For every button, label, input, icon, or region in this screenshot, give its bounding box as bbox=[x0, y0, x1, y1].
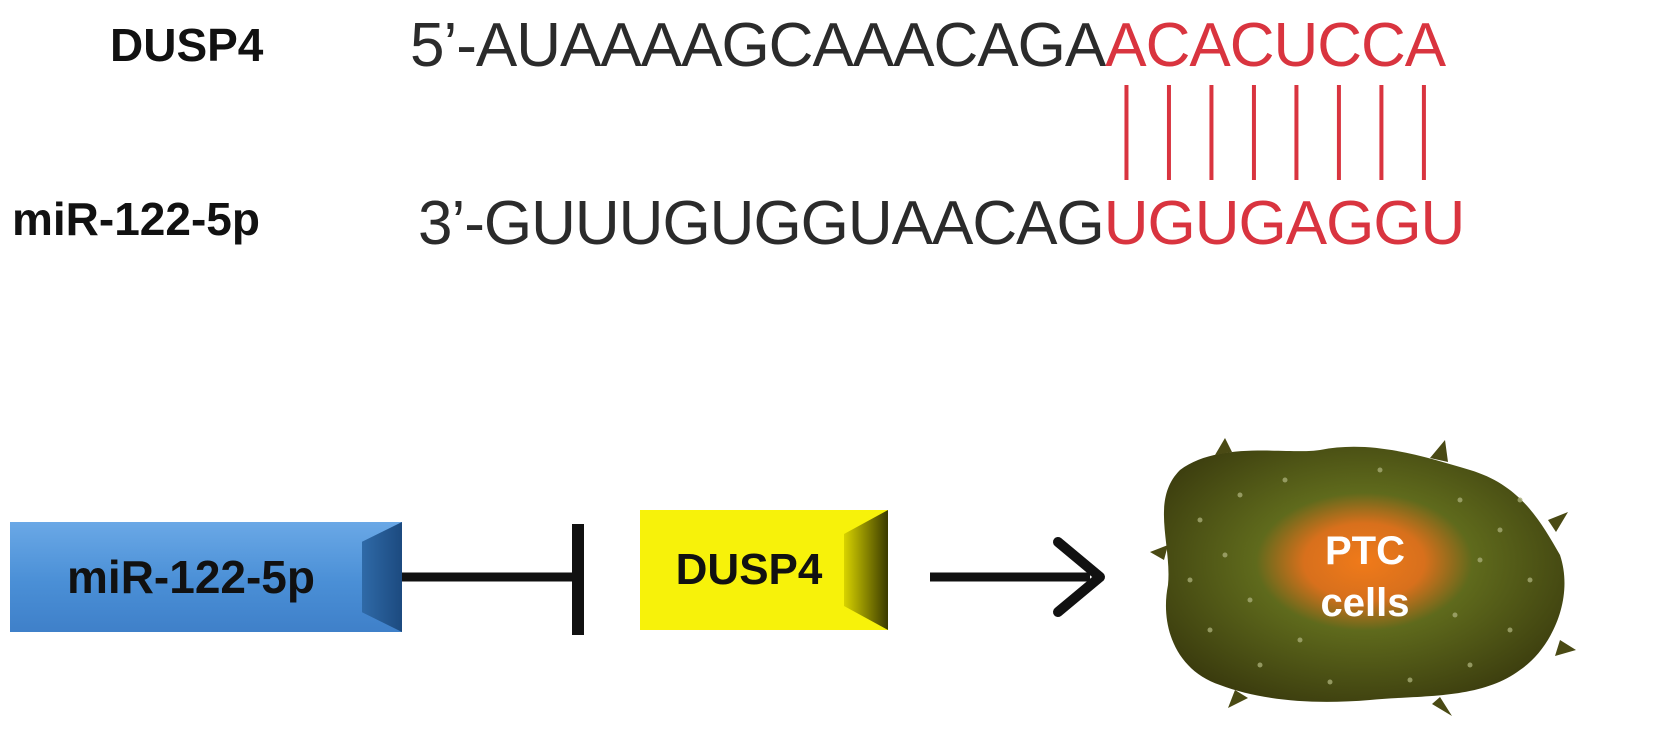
cells-label: cells bbox=[1320, 581, 1410, 625]
dusp4-seed-match: ACACUCCA bbox=[1105, 11, 1446, 80]
dusp4-sequence: 5’-AUAAAAGCAAACAGAACACUCCA bbox=[410, 10, 1446, 81]
base-pair-lines bbox=[1124, 85, 1426, 180]
mirna-prime: 3’- bbox=[418, 189, 485, 258]
mirna-box-bevel bbox=[362, 522, 402, 632]
mirna-unpaired: GUUUGUGGUAACAG bbox=[483, 189, 1105, 258]
mirna-label: miR-122-5p bbox=[12, 193, 260, 245]
dusp4-label: DUSP4 bbox=[110, 19, 264, 71]
mirna-seed-match: UGUGAGGU bbox=[1103, 189, 1466, 258]
dusp4-box: DUSP4 bbox=[640, 510, 888, 630]
ptc-cells-label: PTC cells bbox=[1300, 525, 1430, 629]
mirna-sequence: 3’-GUUUGUGGUAACAGUGUGAGGU bbox=[418, 188, 1466, 259]
dusp4-unpaired: AUAAAAGCAAACAGA bbox=[475, 11, 1106, 80]
dusp4-prime: 5’- bbox=[410, 11, 477, 80]
ptc-label: PTC bbox=[1325, 529, 1405, 573]
dusp4-box-label: DUSP4 bbox=[675, 545, 823, 594]
mirna-box-label: miR-122-5p bbox=[67, 551, 315, 603]
mirna-box: miR-122-5p bbox=[10, 522, 402, 632]
dusp4-box-bevel bbox=[844, 510, 888, 630]
arrow-icon bbox=[1053, 537, 1105, 617]
ptc-cell-icon bbox=[1150, 438, 1576, 716]
